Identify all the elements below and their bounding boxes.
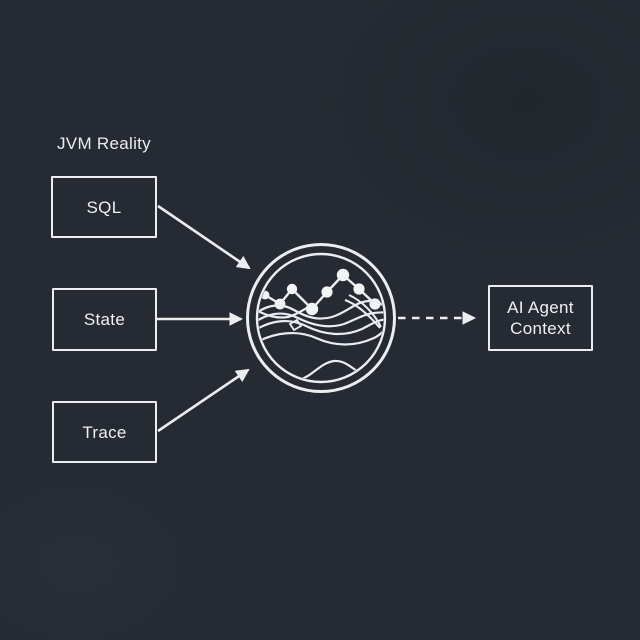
node-sql-label: SQL — [86, 197, 122, 217]
metrics-lens-icon — [246, 243, 396, 393]
node-trace: Trace — [52, 401, 157, 463]
node-ai-agent-context-label: AI Agent Context — [507, 298, 574, 338]
node-ai-agent-context: AI Agent Context — [488, 285, 593, 351]
node-trace-label: Trace — [82, 422, 127, 442]
hub-inner-ring — [255, 252, 387, 384]
diagram-title: JVM Reality — [57, 134, 151, 153]
swoosh-glyph — [344, 294, 382, 329]
node-state: State — [52, 288, 157, 351]
node-sql: SQL — [51, 176, 157, 238]
node-state-label: State — [83, 310, 126, 329]
edge-trace-to-hub — [157, 368, 250, 433]
hub-outer-ring — [246, 243, 396, 393]
diamond-glyph — [288, 318, 303, 332]
edge-sql-to-hub — [157, 204, 251, 270]
wave-lines-glyph — [258, 299, 384, 381]
